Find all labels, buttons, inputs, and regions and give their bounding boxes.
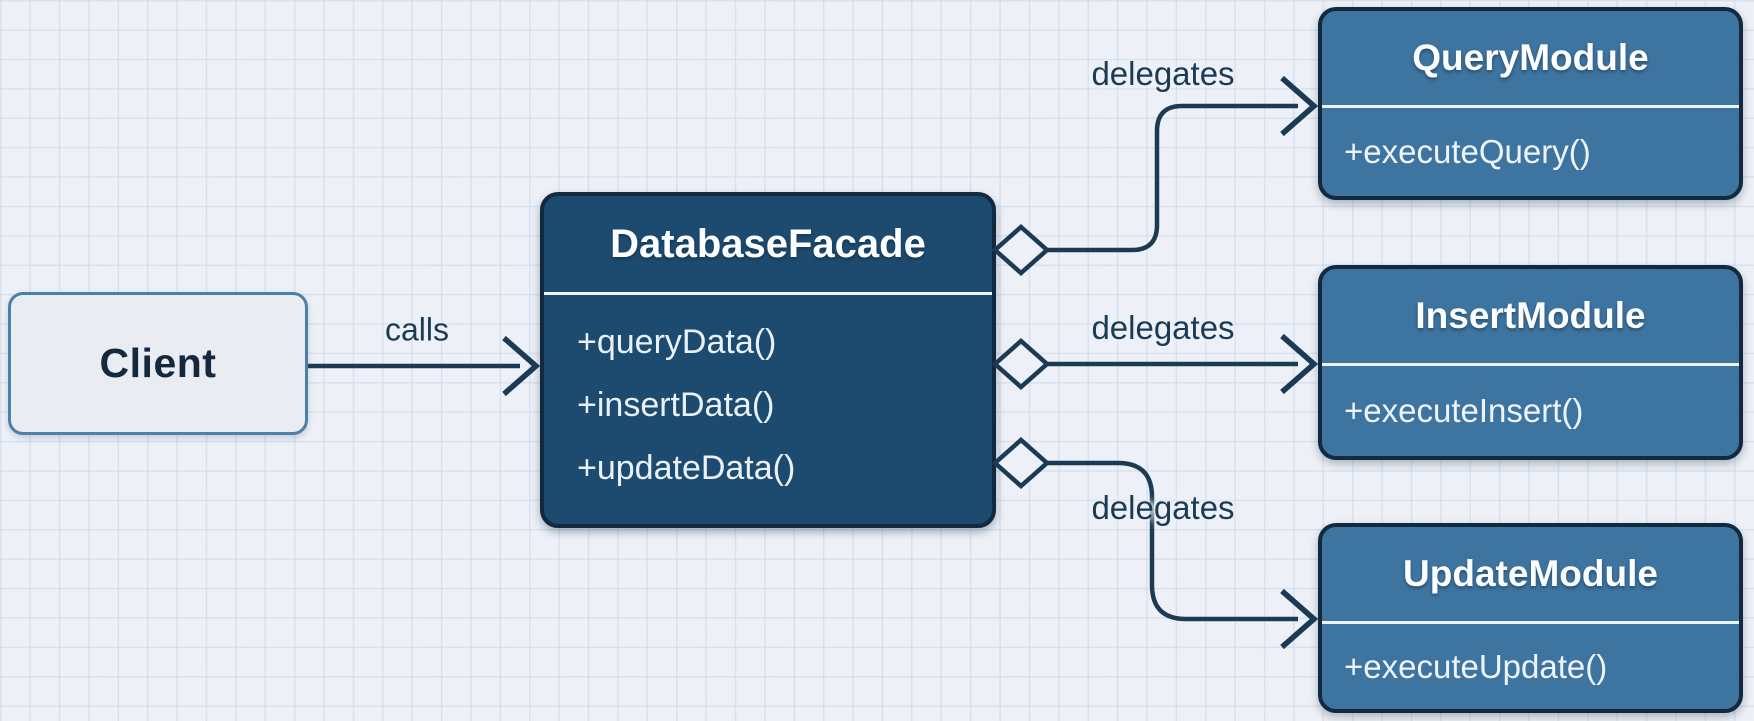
aggregation-diamond-insert-icon xyxy=(991,337,1051,391)
delegates-update-line xyxy=(1047,460,1298,622)
update-module-method-list: +executeUpdate() xyxy=(1322,624,1739,709)
facade-method-list: +queryData() +insertData() +updateData() xyxy=(544,295,992,500)
insert-module-class-name: InsertModule xyxy=(1415,295,1646,336)
delegates-query-arrowhead-icon xyxy=(1280,75,1319,137)
aggregation-diamond-query-icon xyxy=(991,223,1051,277)
facade-method-query: +queryData() xyxy=(577,323,777,361)
insert-module-method-list: +executeInsert() xyxy=(1322,366,1739,456)
facade-method-insert: +insertData() xyxy=(577,386,775,424)
insert-module-title-bar: InsertModule xyxy=(1322,269,1739,363)
delegates-update-arrowhead-icon xyxy=(1280,588,1319,650)
query-module-title-bar: QueryModule xyxy=(1322,11,1739,105)
query-module-class-name: QueryModule xyxy=(1412,37,1649,78)
update-module-method: +executeUpdate() xyxy=(1344,647,1608,685)
facade-method-update: +updateData() xyxy=(577,449,796,487)
query-module-method-list: +executeQuery() xyxy=(1322,108,1739,196)
edge-label-delegates-query: delegates xyxy=(1091,55,1235,92)
calls-arrowhead-icon xyxy=(502,335,541,397)
delegates-insert-arrowhead-icon xyxy=(1280,333,1319,395)
class-node-insert-module: InsertModule +executeInsert() xyxy=(1318,265,1743,460)
class-node-database-facade: DatabaseFacade +queryData() +insertData(… xyxy=(540,192,996,528)
query-module-method: +executeQuery() xyxy=(1344,133,1591,170)
facade-separator-line xyxy=(544,292,992,295)
class-node-update-module: UpdateModule +executeUpdate() xyxy=(1318,523,1743,713)
update-module-title-bar: UpdateModule xyxy=(1322,527,1739,621)
edge-label-calls: calls xyxy=(384,311,450,348)
query-module-separator-line xyxy=(1322,105,1739,108)
insert-module-method: +executeInsert() xyxy=(1344,392,1584,429)
facade-class-name: DatabaseFacade xyxy=(610,221,926,266)
class-node-client: Client xyxy=(8,292,308,435)
class-node-query-module: QueryModule +executeQuery() xyxy=(1318,7,1743,200)
aggregation-diamond-update-icon xyxy=(991,436,1051,490)
facade-title-bar: DatabaseFacade xyxy=(544,196,992,292)
edge-label-delegates-insert: delegates xyxy=(1091,309,1235,346)
update-module-class-name: UpdateModule xyxy=(1403,553,1658,594)
edge-label-delegates-update: delegates xyxy=(1091,489,1235,526)
update-module-separator-line xyxy=(1322,621,1739,624)
client-class-name: Client xyxy=(99,340,217,386)
delegates-query-line xyxy=(1047,103,1298,253)
insert-module-separator-line xyxy=(1322,363,1739,366)
